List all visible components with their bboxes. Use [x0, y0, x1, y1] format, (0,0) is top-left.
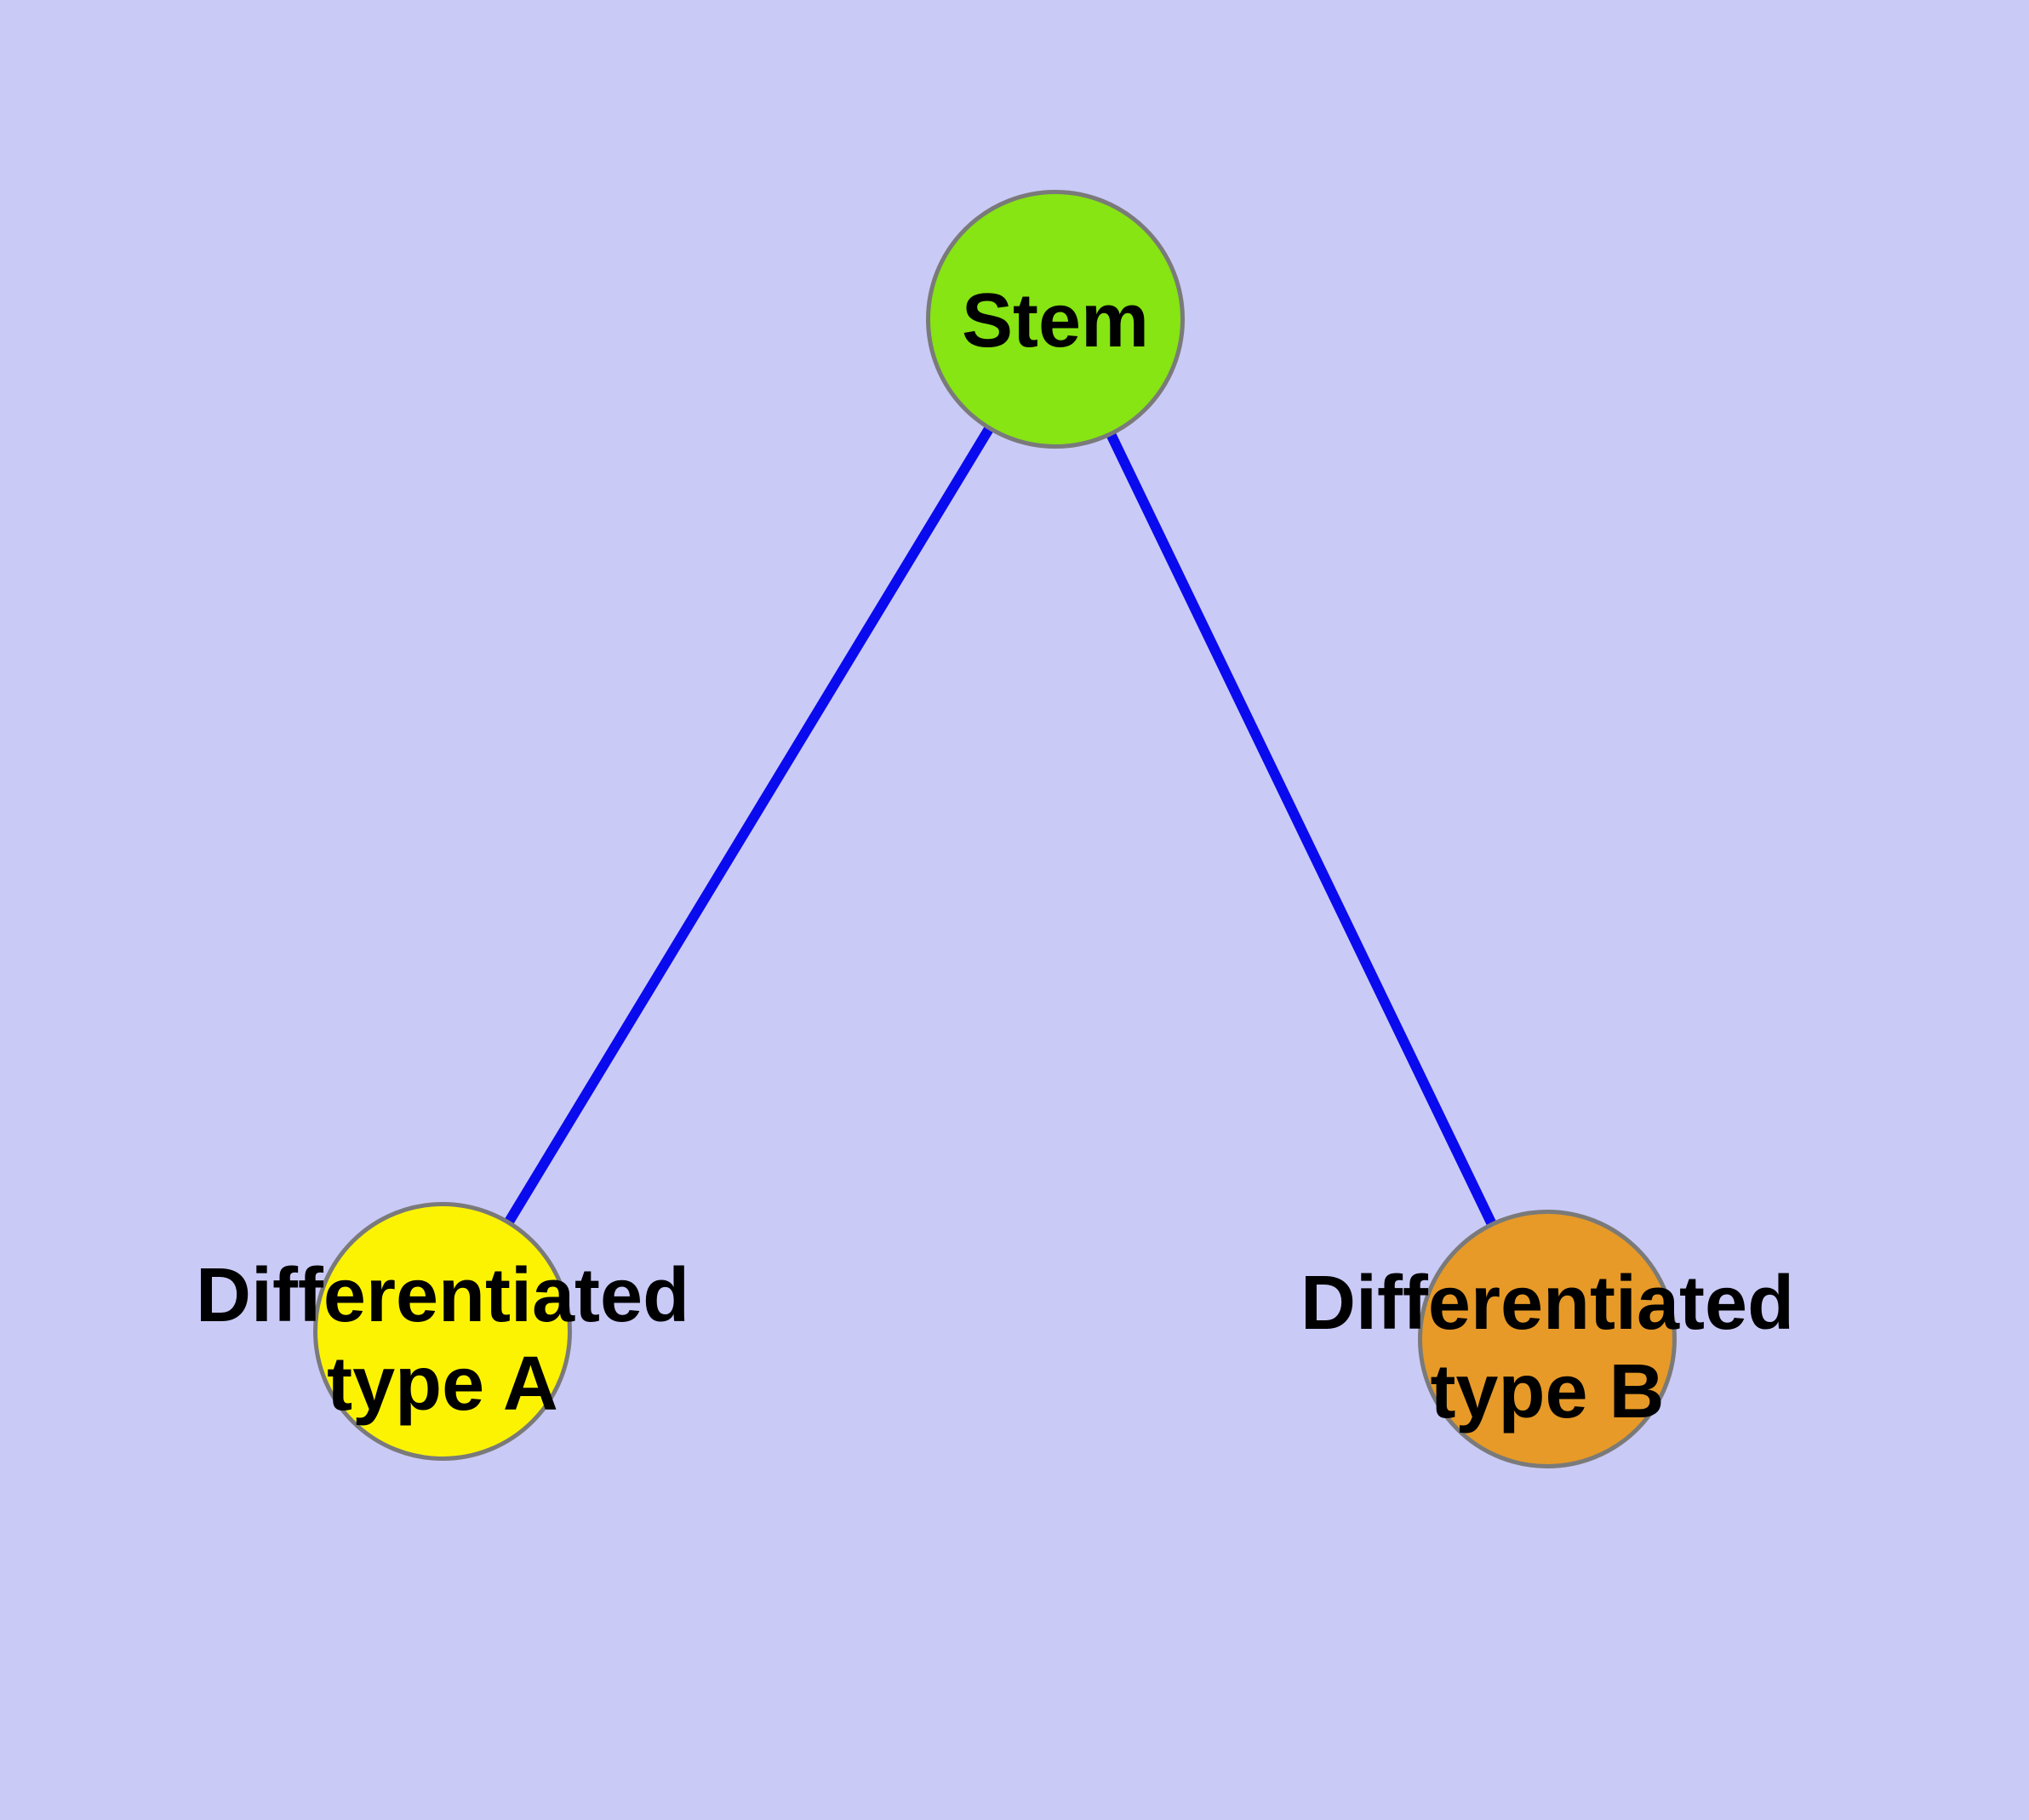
node-differentiated-type-b-label: Differentiated type B [1300, 1259, 1794, 1436]
node-differentiated-type-a-label-line-1: Differentiated [195, 1253, 690, 1338]
node-differentiated-type-a-label-line-2: type A [327, 1342, 558, 1427]
edge-stem-to-type-b [1050, 317, 1552, 1342]
node-stem-label-text: Stem [961, 278, 1150, 363]
node-differentiated-type-a-label: Differentiated type A [196, 1251, 689, 1428]
node-stem-label: Stem [962, 277, 1149, 365]
node-differentiated-type-b-circle [1418, 1210, 1677, 1468]
edge-stem-to-type-a [437, 316, 1060, 1335]
node-differentiated-type-a-circle [313, 1202, 572, 1461]
node-differentiated-type-b-label-line-1: Differentiated [1300, 1261, 1795, 1346]
node-differentiated-type-b-label-line-2: type B [1430, 1349, 1665, 1434]
node-stem-circle [926, 190, 1185, 449]
